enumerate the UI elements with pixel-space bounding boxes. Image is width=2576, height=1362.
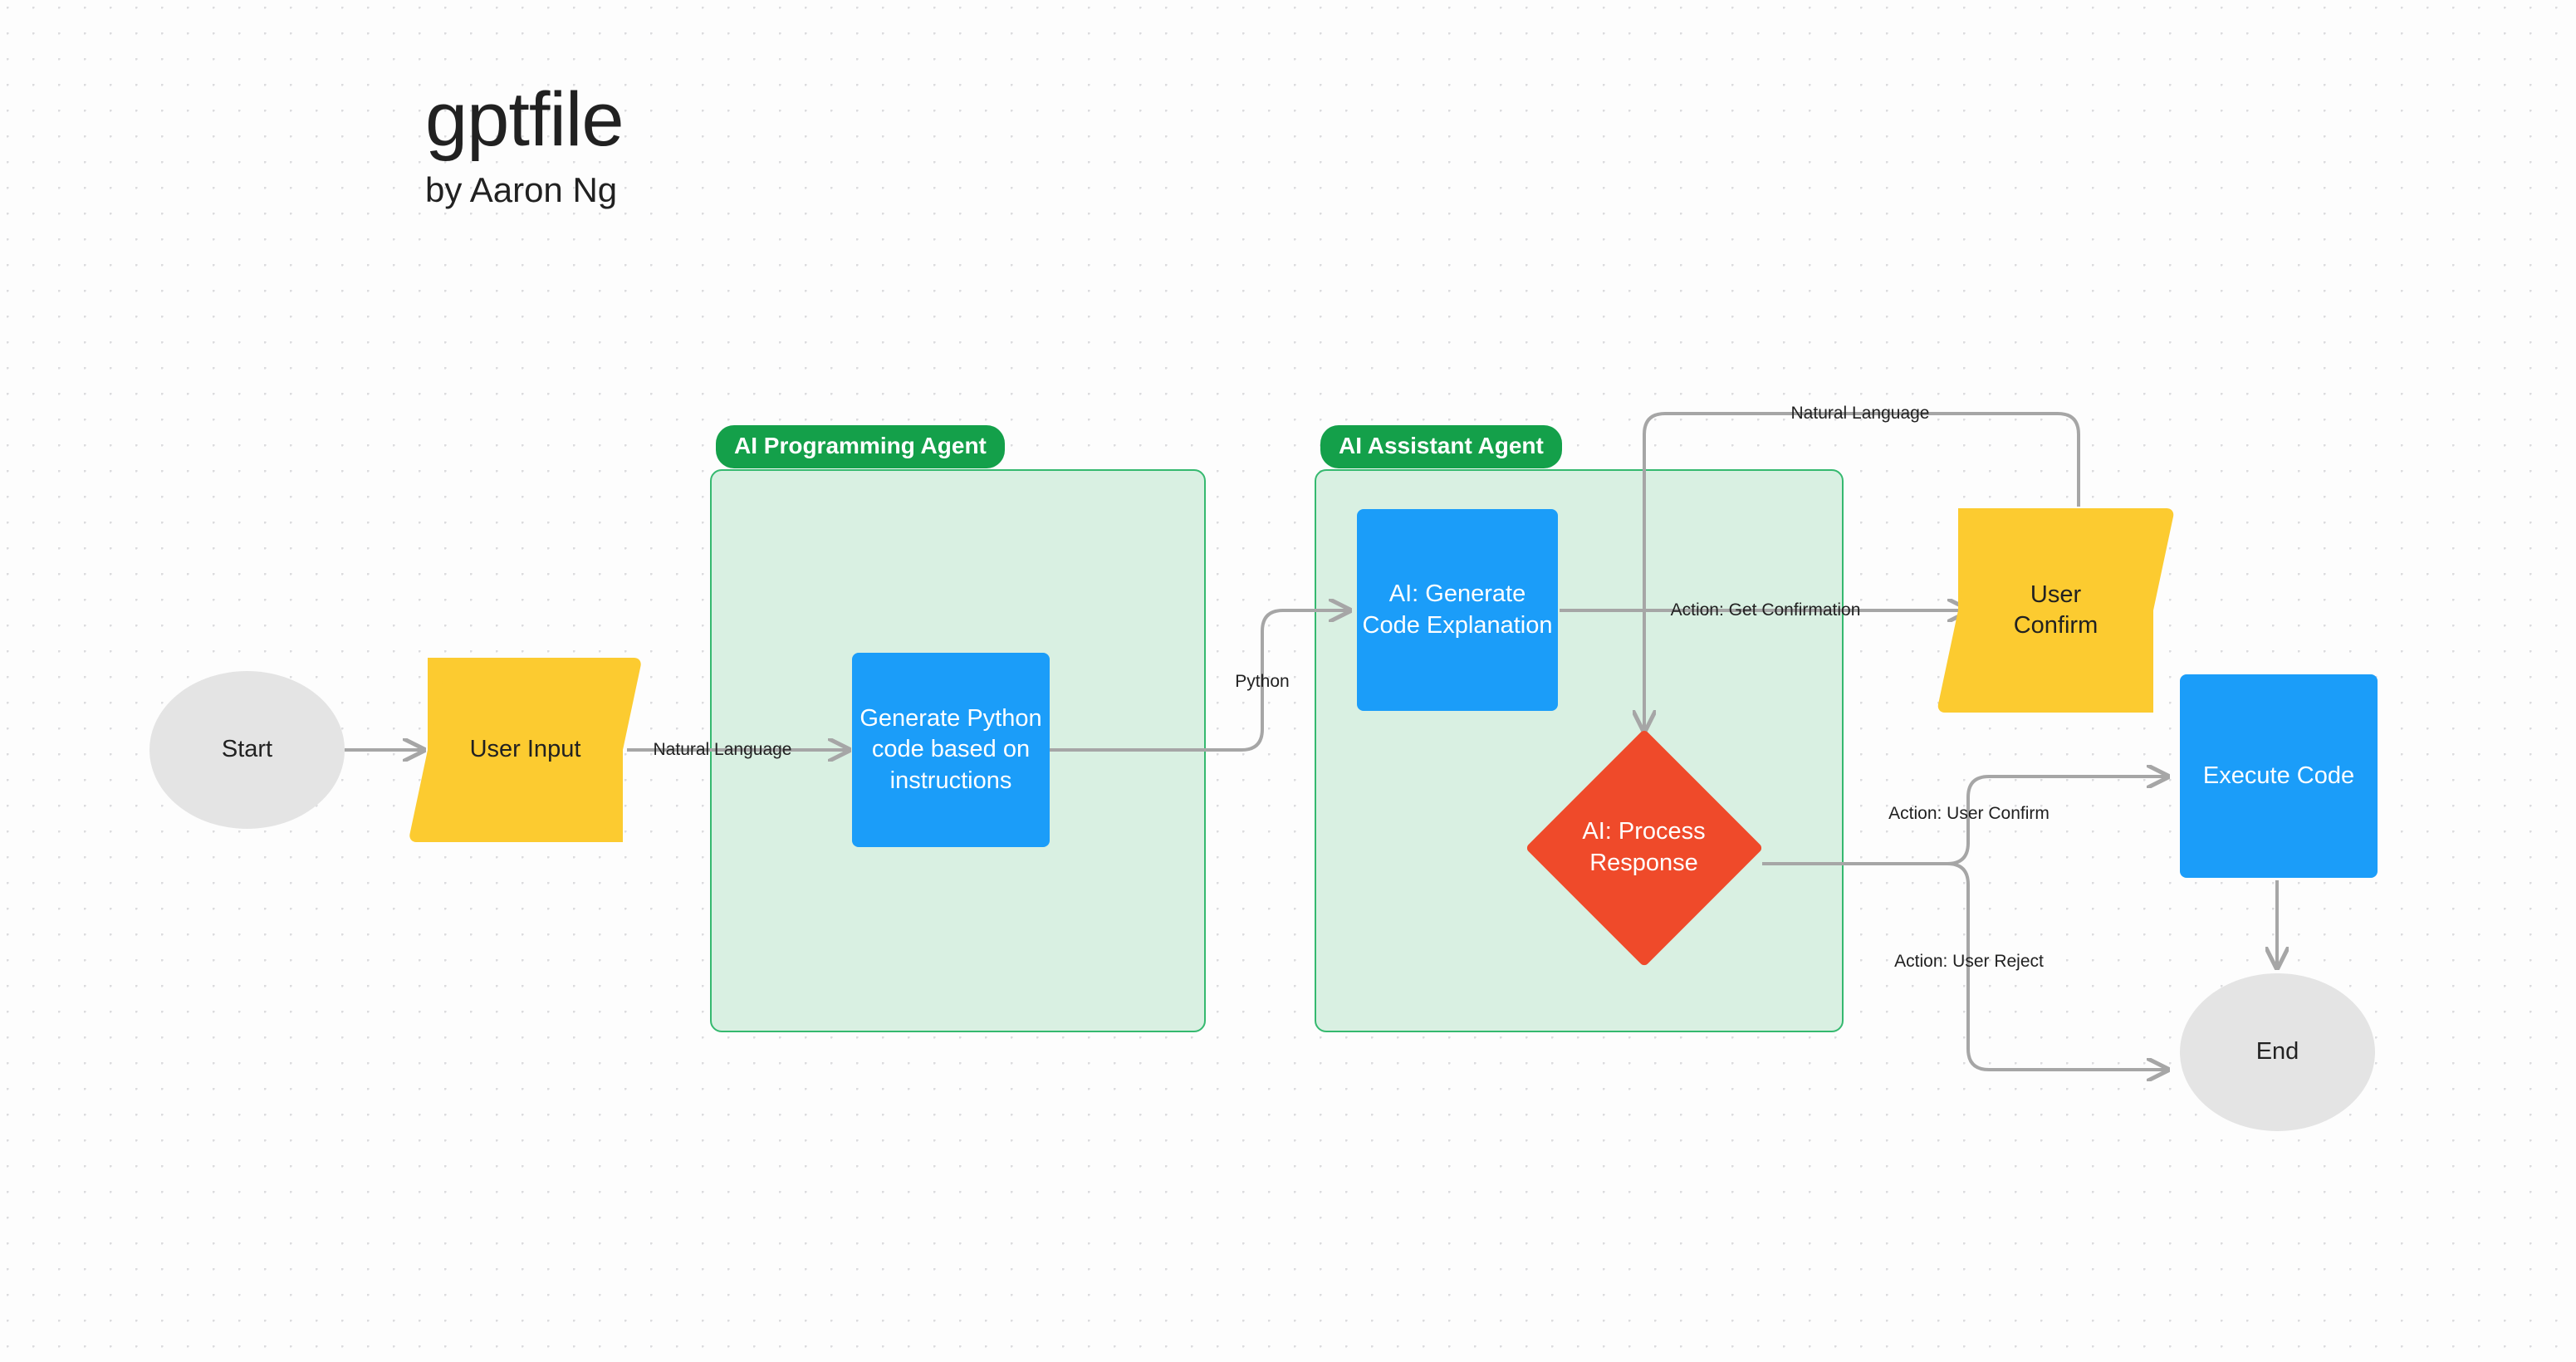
node-process-response[interactable]: AI: Process Response xyxy=(1525,728,1763,967)
node-user-confirm[interactable]: User Confirm xyxy=(1936,508,2176,713)
edge-label-natural-language-confirm: Natural Language xyxy=(1790,404,1930,423)
edge-label-user-confirm-action: Action: User Confirm xyxy=(1888,804,2050,823)
node-generate-explanation-label: AI: Generate Code Explanation xyxy=(1362,581,1553,639)
node-generate-python[interactable]: Generate Python code based on instructio… xyxy=(852,653,1050,847)
edge-label-python: Python xyxy=(1235,672,1290,691)
group-badge-assistant-agent: AI Assistant Agent xyxy=(1320,425,1562,468)
node-start[interactable]: Start xyxy=(149,671,345,829)
node-generate-python-label: Generate Python code based on instructio… xyxy=(859,705,1042,794)
node-end[interactable]: End xyxy=(2180,973,2375,1131)
node-user-input-label: User Input xyxy=(469,736,581,763)
edge-label-user-reject-action: Action: User Reject xyxy=(1894,952,2044,971)
node-execute-code[interactable]: Execute Code xyxy=(2180,674,2378,878)
title-block: gptfile by Aaron Ng xyxy=(425,80,624,209)
node-execute-code-label: Execute Code xyxy=(2202,762,2355,789)
node-process-response-label: AI: Process Response xyxy=(1582,818,1706,876)
node-start-label: Start xyxy=(221,736,273,763)
edge-label-natural-language-input: Natural Language xyxy=(653,740,792,759)
node-generate-explanation[interactable]: AI: Generate Code Explanation xyxy=(1357,509,1558,711)
group-badge-programming-agent: AI Programming Agent xyxy=(716,425,1005,468)
node-end-label: End xyxy=(2255,1038,2299,1066)
page-title: gptfile xyxy=(425,77,624,162)
edge-label-get-confirmation: Action: Get Confirmation xyxy=(1670,600,1861,620)
node-user-input[interactable]: User Input xyxy=(408,658,643,842)
page-subtitle: by Aaron Ng xyxy=(425,170,618,209)
node-user-confirm-label: User Confirm xyxy=(2013,581,2099,639)
